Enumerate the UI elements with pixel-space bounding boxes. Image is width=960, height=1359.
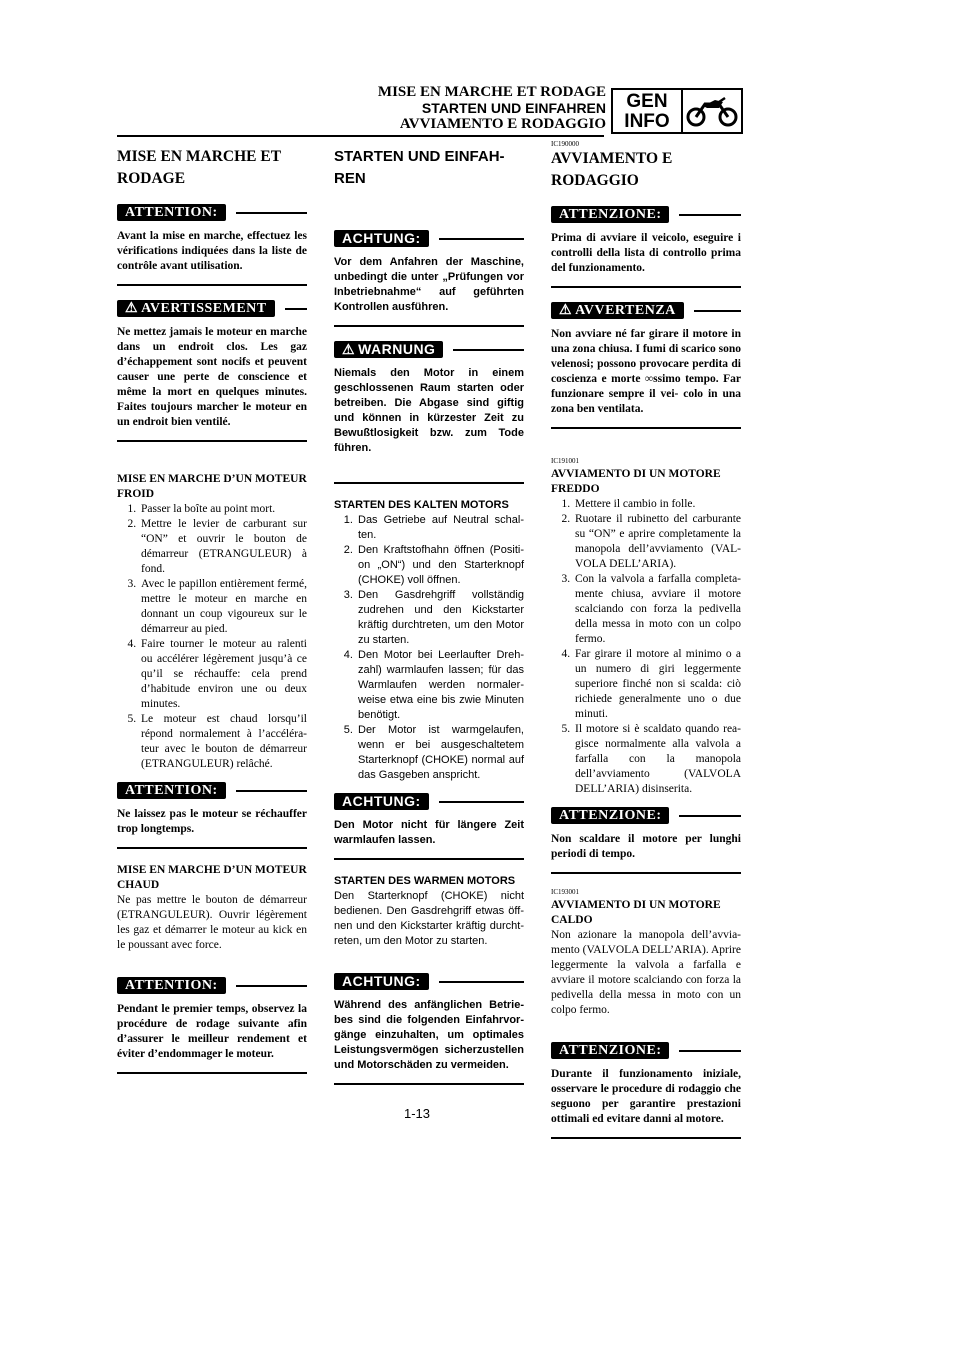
attention-text: Avant la mise en marche, effectuez les v… [117, 230, 307, 272]
warm-start-title: MISE EN MARCHE D’UN MOTEUR CHAUD [117, 864, 307, 891]
divider [117, 284, 307, 286]
divider [117, 440, 307, 442]
divider [334, 325, 524, 327]
cold-start-steps: Das Getriebe auf Neutral schal- ten. Den… [334, 513, 524, 783]
warning-text: Niemals den Motor in einem geschlossenen… [334, 367, 524, 454]
page-header: MISE EN MARCHE ET RODAGE STARTEN UND EIN… [378, 84, 606, 132]
cold-start-title: AVVIAMENTO DI UN MOTORE FREDDO [551, 468, 721, 495]
list-item: Mettere il cambio in folle. [573, 497, 741, 512]
section-title: MISE EN MARCHE ET RODAGE [117, 148, 281, 187]
section-code: IC190000 [551, 140, 579, 148]
list-item: Ruotare il rubinetto del carburante su “… [573, 512, 741, 572]
warm-start-title: AVVIAMENTO DI UN MOTORE CALDO [551, 899, 721, 926]
achtung-text: Während des anfänglichen Betrie- bes sin… [334, 999, 524, 1071]
attenzione-header: ATTENZIONE: [551, 807, 741, 824]
header-title-fr: MISE EN MARCHE ET RODAGE [377, 84, 606, 100]
section-title: STARTEN UND EINFAH- REN [334, 148, 505, 187]
attention-header: ATTENTION: [117, 204, 307, 221]
section-code: IC193001 [551, 888, 579, 896]
header-rule [117, 135, 604, 137]
warm-start-text: Den Starterknopf (CHOKE) nicht bedienen.… [334, 890, 524, 947]
list-item: Avec le papillon entièrement fermé, mett… [139, 577, 307, 637]
attenzione-header: ATTENZIONE: [551, 206, 741, 223]
list-item: Das Getriebe auf Neutral schal- ten. [356, 513, 524, 543]
warm-start-title: STARTEN DES WARMEN MOTORS [334, 875, 516, 887]
cold-start-title: MISE EN MARCHE D’UN MOTEUR FROID [117, 473, 307, 500]
attenzione-text: Non scaldare il motore per lunghi period… [551, 833, 741, 860]
column-french: MISE EN MARCHE ET RODAGE ATTENTION: Avan… [117, 140, 307, 1088]
list-item: Mettre le levier de carburant sur “ON” e… [139, 517, 307, 577]
list-item: Passer la boîte au point mort. [139, 502, 307, 517]
column-german: STARTEN UND EINFAH- REN ACHTUNG: Vor dem… [334, 140, 524, 1099]
list-item: Den Motor bei Leerlaufter Dreh- zahl) wa… [356, 648, 524, 723]
list-item: Faire tourner le moteur au ralenti ou ac… [139, 637, 307, 712]
list-item: Der Motor ist warmgelaufen, wenn er bei … [356, 723, 524, 783]
attention-header: ATTENTION: [117, 977, 307, 994]
attention-header: ATTENTION: [117, 782, 307, 799]
divider [334, 1083, 524, 1085]
header-title-de: STARTEN UND EINFAHREN [421, 100, 606, 116]
achtung-header: ACHTUNG: [334, 230, 524, 247]
attenzione-text: Durante il funzionamento iniziale, osser… [551, 1068, 741, 1125]
list-item: Den Kraftstofhahn öffnen (Positi- on „ON… [356, 543, 524, 588]
divider [334, 858, 524, 860]
divider [551, 286, 741, 288]
warning-triangle-icon: ⚠ [559, 303, 573, 318]
header-title-it: AVVIAMENTO E RODAGGIO [399, 116, 606, 132]
achtung-header: ACHTUNG: [334, 793, 524, 810]
achtung-text: Vor dem Anfahren der Maschine, unbedingt… [334, 256, 524, 313]
divider [551, 427, 741, 429]
warning-header: ⚠WARNUNG [334, 341, 524, 358]
gen-info-badge: GEN INFO [611, 88, 743, 134]
list-item: Il motore si è scaldato quando rea- gisc… [573, 722, 741, 797]
divider [334, 482, 524, 484]
attention-text: Pendant le premier temps, observez la pr… [117, 1003, 307, 1060]
list-item: Far girare il motore al minimo o a un nu… [573, 647, 741, 722]
list-item: Den Gasdrehgriff vollständig zudrehen un… [356, 588, 524, 648]
warning-triangle-icon: ⚠ [342, 341, 356, 357]
section-code: IC191001 [551, 457, 579, 465]
column-italian: IC190000 AVVIAMENTO E RODAGGIO ATTENZION… [551, 140, 741, 1153]
warning-text: Ne mettez jamais le moteur en marche dan… [117, 326, 307, 428]
achtung-header: ACHTUNG: [334, 973, 524, 990]
warning-header: ⚠AVVERTENZA [551, 302, 741, 319]
achtung-text: Den Motor nicht für längere Zeit warmlau… [334, 819, 524, 846]
motorcycle-icon [683, 90, 741, 132]
attention-text: Ne laissez pas le moteur se réchauffer t… [117, 808, 307, 835]
warning-header: ⚠AVERTISSEMENT [117, 300, 307, 317]
warm-start-text: Ne pas mettre le bouton de démarreur (ET… [117, 894, 307, 951]
page-number: 1-13 [404, 1106, 431, 1121]
divider [117, 847, 307, 849]
warning-text: Non avviare né far girare il motore in u… [551, 328, 741, 415]
list-item: Le moteur est chaud lorsqu’il répond nor… [139, 712, 307, 772]
warm-start-text: Non azionare la manopola dell’avvia- men… [551, 929, 741, 1016]
cold-start-steps: Passer la boîte au point mort. Mettre le… [117, 502, 307, 772]
cold-start-steps: Mettere il cambio in folle. Ruotare il r… [551, 497, 741, 797]
badge-text: GEN INFO [613, 90, 683, 132]
warning-triangle-icon: ⚠ [125, 301, 139, 316]
attenzione-text: Prima di avviare il veicolo, eseguire i … [551, 232, 741, 274]
attenzione-header: ATTENZIONE: [551, 1042, 741, 1059]
divider [551, 872, 741, 874]
divider [551, 1137, 741, 1139]
list-item: Con la valvola a farfalla completa- ment… [573, 572, 741, 647]
section-title: AVVIAMENTO E RODAGGIO [551, 150, 673, 189]
cold-start-title: STARTEN DES KALTEN MOTORS [334, 499, 509, 511]
divider [117, 1072, 307, 1074]
